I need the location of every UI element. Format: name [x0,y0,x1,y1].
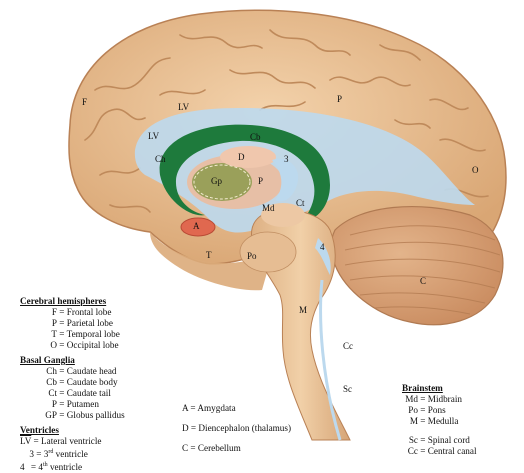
legend-middle: A = Amygdata D = Diencephalon (thalamus)… [182,403,291,454]
label-putamen: P [258,176,264,186]
legend-item: 4 = 4th ventricle [20,462,83,473]
brain-diagram: F LV P LV Cb Ch D 3 O Gp P Md Ct A 4 T P… [20,9,507,472]
label-spinal-cord: Sc [343,384,352,394]
label-caudate-body: Cb [250,132,261,142]
legend-item: LV = Lateral ventricle [20,436,102,446]
central-canal [319,279,342,441]
label-cerebellum: C [420,276,427,286]
amygdala [180,217,216,237]
legend-item: Cb = Caudate body [46,377,118,387]
temporal-lobe [150,232,270,291]
legend-item: A = Amygdata [182,403,236,413]
legend-item: Po = Pons [408,405,446,415]
label-midbrain: Md [262,203,275,213]
midbrain [261,203,305,227]
label-pons: Po [247,251,257,261]
legend-item: P = Parietal lobe [51,318,113,328]
legend-item: 3 = 3rd ventricle [29,449,88,460]
label-medulla: M [299,305,308,315]
legend-item: Ch = Caudate head [46,366,117,376]
legend-item: C = Cerebellum [182,443,241,453]
legend-item: F = Frontal lobe [51,307,112,317]
label-occipital: O [472,165,479,175]
label-diencephalon: D [238,152,245,162]
legend-item: Md = Midbrain [405,394,462,404]
label-central-canal: Cc [343,341,353,351]
label-parietal: P [337,94,343,104]
label-globus-pallidus: Gp [211,176,222,186]
label-caudate-head: Ch [155,154,166,164]
legend-cerebral-heading: Cerebral hemispheres [20,296,107,306]
globus-pallidus [192,163,252,201]
legend-item: O = Occipital lobe [50,340,119,350]
pons [239,231,297,273]
label-fourth-ventricle: 4 [320,242,325,252]
legend-ventricles-heading: Ventricles [20,425,59,435]
thalamus [220,146,276,168]
label-third-ventricle: 3 [284,154,289,164]
legend-item: Sc = Spinal cord [408,435,470,445]
label-caudate-tail: Ct [296,198,305,208]
legend-item: Cc = Central canal [407,446,477,456]
legend-item: GP = Globus pallidus [45,410,125,420]
fourth-ventricle [315,238,331,275]
legend-item: P = Putamen [51,399,99,409]
caudate-nucleus [159,124,330,222]
legend-right: Brainstem Md = Midbrain Po = Pons M = Me… [396,383,477,457]
legend-item: Ct = Caudate tail [48,388,111,398]
label-lv-top: LV [178,102,190,112]
label-temporal: T [206,250,212,260]
legend-basal-heading: Basal Ganglia [20,355,75,365]
label-frontal: F [82,97,88,107]
legend-left: Cerebral hemispheres F = Frontal lobe P … [20,296,125,473]
cerebellum-folia [344,225,501,315]
label-amygdala: A [193,221,200,231]
third-ventricle [272,158,299,202]
legend-item: M = Medulla [409,416,459,426]
legend-item: D = Diencephalon (thalamus) [182,423,292,433]
label-lv-left: LV [148,131,160,141]
legend-item: T = Temporal lobe [51,329,120,339]
legend-brainstem-heading: Brainstem [402,383,443,393]
brain-illustration [68,9,507,441]
